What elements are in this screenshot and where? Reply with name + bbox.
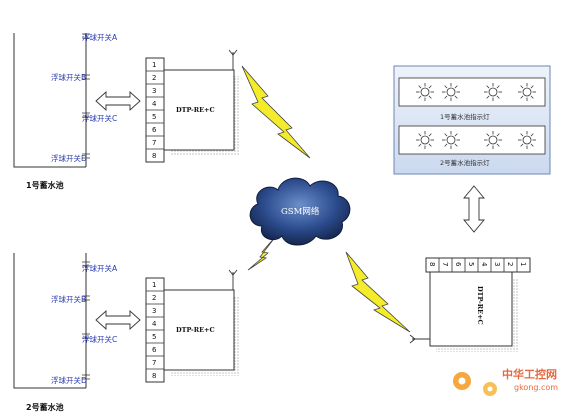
tank-1-switch-b: 浮球开关B xyxy=(51,72,86,82)
tank-1-switch-c: 浮球开关C xyxy=(82,113,117,123)
tank-1-group: 浮球开关A 浮球开关B 浮球开关C 浮球开关D 1号蓄水池 xyxy=(13,32,118,190)
device-3-box xyxy=(429,271,513,347)
device-3-terminal-3: 3 xyxy=(493,262,501,266)
device-1-terminal-3: 3 xyxy=(152,87,156,95)
watermark-site: gkong.com xyxy=(514,383,558,392)
indicator-lamp-icon xyxy=(518,83,536,101)
gsm-network-label: GSM网络 xyxy=(281,206,320,217)
lightning-bolt-icon xyxy=(247,235,277,271)
tank-1-wall xyxy=(13,33,86,168)
tank-2-group: 浮球开关A 浮球开关B 浮球开关C 浮球开关D 2号蓄水池 xyxy=(13,253,118,412)
tank-2-label: 2号蓄水池 xyxy=(26,402,64,412)
device-2-terminal-6: 6 xyxy=(152,346,157,354)
device-2-terminal-4: 4 xyxy=(152,320,157,328)
device-3-antenna-icon xyxy=(409,334,430,344)
watermark: 中华工控网 gkong.com xyxy=(453,367,558,396)
tank-1-link-arrow xyxy=(95,90,141,112)
device-2-terminal-3: 3 xyxy=(152,307,156,315)
device-3-label: DTP-RE+C xyxy=(476,286,484,325)
indicator-row-2-label: 2号蓄水池指示灯 xyxy=(440,158,490,167)
device-1-label: DTP-RE+C xyxy=(176,106,215,114)
device-1-terminal-4: 4 xyxy=(152,100,157,108)
gear-icon xyxy=(453,372,497,396)
indicator-lamp-icon xyxy=(442,131,460,149)
device-3-terminal-block: 8 7 6 5 4 3 2 1 xyxy=(425,257,531,273)
device-3-terminal-2: 2 xyxy=(506,262,514,266)
device-2-terminal-7: 7 xyxy=(152,359,156,367)
indicator-lamp-icon xyxy=(484,83,502,101)
indicator-panel: 1号蓄水池指示灯 2号蓄水池指示灯 xyxy=(393,65,551,175)
device-3-terminal-5: 5 xyxy=(467,262,475,266)
watermark-name: 中华工控网 xyxy=(502,367,557,381)
device-2-box xyxy=(163,289,235,371)
device-1-antenna-icon xyxy=(228,49,238,70)
indicator-lamp-icon xyxy=(416,83,434,101)
tank-2-switch-b: 浮球开关B xyxy=(51,294,86,304)
tank-2-switch-a: 浮球开关A xyxy=(82,263,118,273)
gsm-cloud-icon: GSM网络 xyxy=(249,177,351,246)
indicator-lamp-icon xyxy=(416,131,434,149)
device-2-terminal-2: 2 xyxy=(152,294,156,302)
device-2-terminal-1: 1 xyxy=(152,281,156,289)
device-1-terminal-2: 2 xyxy=(152,74,156,82)
device-1-box xyxy=(163,69,235,151)
tank-1-label: 1号蓄水池 xyxy=(26,180,64,190)
device-3-terminal-7: 7 xyxy=(441,262,449,266)
lightning-bolt-icon xyxy=(241,65,311,159)
panel-link-arrow xyxy=(463,185,485,233)
device-2-terminal-5: 5 xyxy=(152,333,156,341)
device-3-terminal-1: 1 xyxy=(519,262,527,266)
device-2-label: DTP-RE+C xyxy=(176,326,215,334)
device-1-terminal-1: 1 xyxy=(152,61,156,69)
indicator-lamp-icon xyxy=(484,131,502,149)
device-2-antenna-icon xyxy=(228,269,238,290)
tank-2-switch-c: 浮球开关C xyxy=(82,334,117,344)
indicator-row-1-label: 1号蓄水池指示灯 xyxy=(440,112,490,121)
device-1-terminal-6: 6 xyxy=(152,126,157,134)
tank-2-switch-d: 浮球开关D xyxy=(51,375,87,385)
tank-1-switch-a: 浮球开关A xyxy=(82,32,118,42)
device-1-terminal-7: 7 xyxy=(152,139,156,147)
device-2-terminal-8: 8 xyxy=(152,372,156,380)
tank-2-wall xyxy=(13,253,86,389)
indicator-lamp-icon xyxy=(518,131,536,149)
device-3-terminal-4: 4 xyxy=(480,262,488,267)
tank-1-switch-d: 浮球开关D xyxy=(51,153,87,163)
device-1-terminal-5: 5 xyxy=(152,113,156,121)
device-3-terminal-6: 6 xyxy=(454,262,462,267)
device-3: 8 7 6 5 4 3 2 1 DTP-RE+C xyxy=(409,257,531,352)
device-3-terminal-8: 8 xyxy=(428,262,436,266)
lightning-bolt-icon xyxy=(345,251,411,333)
tank-2-link-arrow xyxy=(95,309,141,331)
device-1-terminal-8: 8 xyxy=(152,152,156,160)
device-1-terminal-block: 1 2 3 4 5 6 7 8 xyxy=(145,57,165,163)
device-2: 1 2 3 4 5 6 7 8 DTP-RE+C xyxy=(145,269,240,383)
device-2-terminal-block: 1 2 3 4 5 6 7 8 xyxy=(145,277,165,383)
indicator-lamp-icon xyxy=(442,83,460,101)
device-1: 1 2 3 4 5 6 7 8 DTP-RE+C xyxy=(145,49,240,163)
